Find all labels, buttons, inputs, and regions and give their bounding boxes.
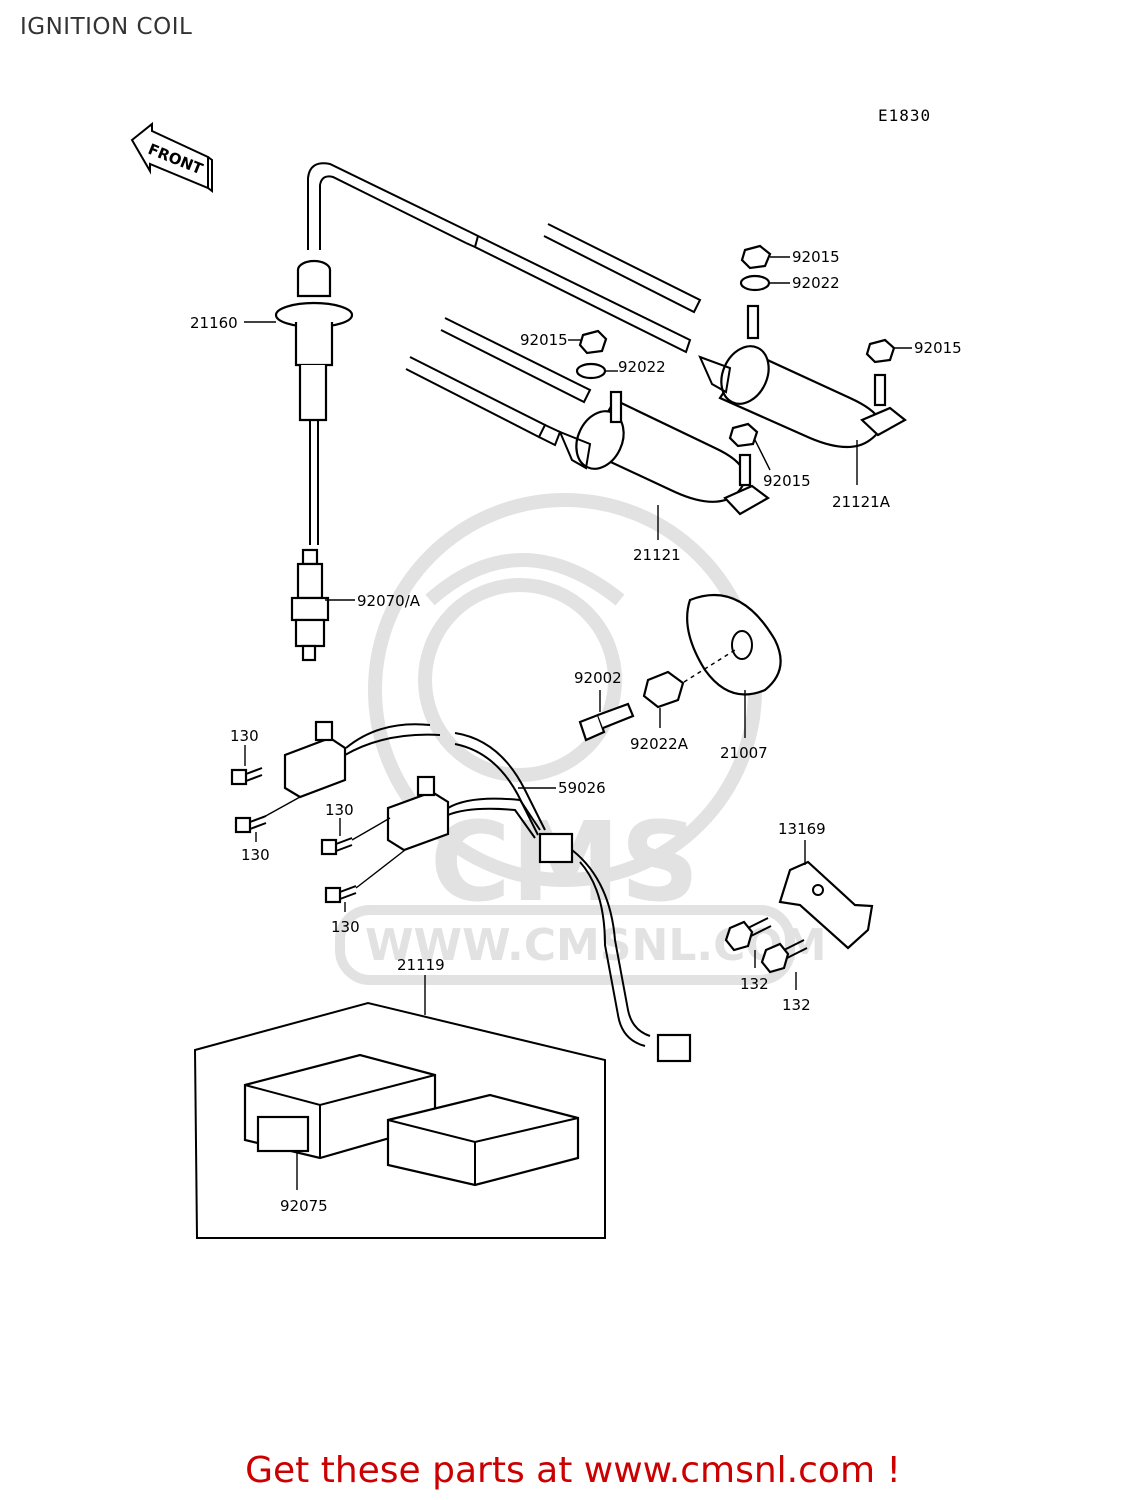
ignition-coil-front (558, 390, 770, 516)
nut-92015-d (728, 422, 759, 448)
callout-92015-d: 92015 (763, 472, 811, 490)
watermark-url-band (335, 905, 795, 985)
screw-130-a (230, 767, 263, 786)
callout-130-d: 130 (331, 918, 360, 936)
pickup-coil-lower (386, 775, 450, 852)
promo-link[interactable]: Get these parts at www.cmsnl.com ! (245, 1450, 901, 1491)
callout-92015-c: 92015 (914, 339, 962, 357)
drawing-id: E1830 (878, 106, 931, 125)
screw-130-d (324, 885, 357, 904)
callout-132-a: 132 (740, 975, 769, 993)
callout-92070a: 92070/A (357, 592, 421, 610)
callout-92015-a: 92015 (792, 248, 840, 266)
bolt-132-b (760, 939, 808, 974)
callout-132-b: 132 (782, 996, 811, 1014)
igniter-cover (386, 1093, 580, 1187)
washer-92022-b (575, 362, 607, 380)
callout-92002: 92002 (574, 669, 622, 687)
callout-92022a: 92022A (630, 735, 689, 753)
pickup-coil-upper (283, 720, 347, 799)
watermark-helmet (425, 553, 625, 606)
screw-130-c (320, 837, 353, 856)
callout-21119: 21119 (397, 956, 445, 974)
front-arrow-icon: FRONT (130, 121, 213, 193)
screw-130-b (234, 815, 267, 834)
bracket-13169 (778, 860, 874, 950)
plug-cap (274, 259, 354, 545)
callout-21121a: 21121A (832, 493, 891, 511)
ignition-coil-rear (698, 304, 907, 449)
spark-plug (290, 548, 330, 662)
callout-21007: 21007 (720, 744, 768, 762)
callout-59026: 59026 (558, 779, 606, 797)
page-title: IGNITION COIL (20, 14, 193, 40)
callout-92022-b: 92022 (618, 358, 666, 376)
callout-130-b: 130 (241, 846, 270, 864)
front-label: FRONT (146, 140, 207, 178)
callout-21160: 21160 (190, 314, 238, 332)
bolt-92002 (578, 702, 635, 742)
watermark: CMS WWW.CMSNL.COM (335, 493, 827, 985)
nut-92015-a (740, 244, 772, 270)
nut-92015-b (578, 329, 608, 355)
wiring-harness (344, 723, 692, 1063)
callout-130-c: 130 (325, 801, 354, 819)
nut-92022a (642, 670, 685, 709)
bolt-132-a (724, 917, 772, 952)
timing-plate (686, 593, 782, 696)
callout-92075: 92075 (280, 1197, 328, 1215)
callout-21121: 21121 (633, 546, 681, 564)
washer-92022-a (739, 274, 771, 292)
nut-92015-c (865, 338, 896, 364)
ht-leads (307, 162, 702, 447)
callout-92022-a: 92022 (792, 274, 840, 292)
callout-130-a: 130 (230, 727, 259, 745)
callout-13169: 13169 (778, 820, 826, 838)
callout-92015-b: 92015 (520, 331, 568, 349)
igniter-frame (193, 1001, 606, 1239)
watermark-face (418, 578, 622, 782)
